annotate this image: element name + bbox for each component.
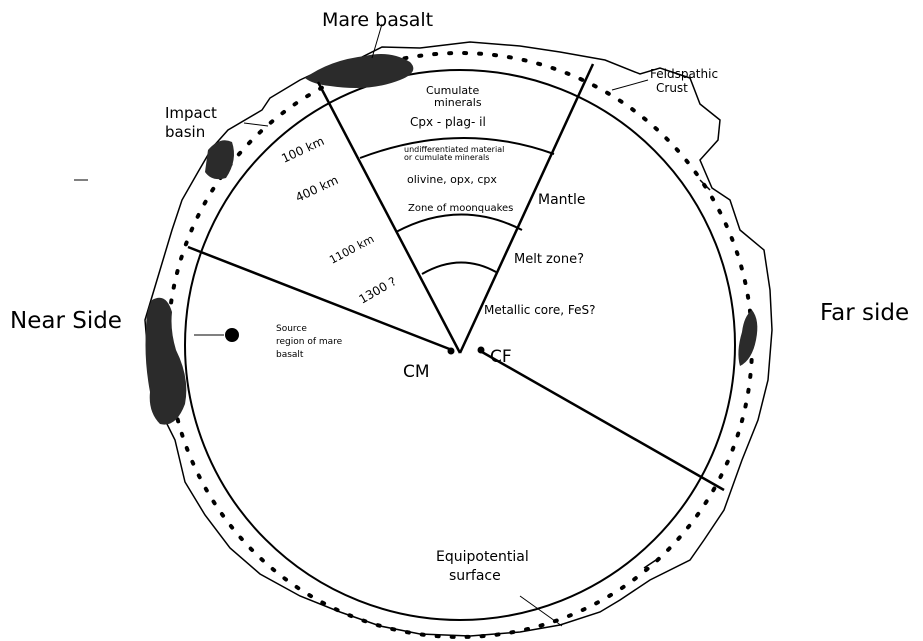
moonquake-zone-label: Zone of moonquakes <box>408 203 513 214</box>
layer-boundary-1300km-arc <box>422 262 496 274</box>
crust-leader-line <box>612 80 648 90</box>
near-side-mare-deposit <box>146 298 187 425</box>
impact-label: Impact <box>165 104 217 122</box>
depth-1100km-label: 1100 km <box>327 232 376 266</box>
depth-400km-label: 400 km <box>293 173 340 205</box>
far-side-mare-deposit <box>738 310 757 366</box>
metallic-core-label: Metallic core, FeS? <box>484 303 595 317</box>
mare-basalt-deposit-top <box>305 54 413 88</box>
far-side-label: Far side <box>820 300 909 326</box>
source-region-dot <box>225 328 239 342</box>
basin-label: basin <box>165 123 205 141</box>
olivine-label: olivine, opx, cpx <box>407 173 497 186</box>
source-region-label-line2: region of mare <box>276 337 343 347</box>
mantle-label: Mantle <box>538 192 586 208</box>
lunar-surface-outline <box>145 42 772 636</box>
cf-label: CF <box>490 347 512 367</box>
feldspathic-label: Feldspathic <box>650 67 718 81</box>
surface-label: surface <box>449 568 501 584</box>
depth-1300-label: 1300 ? <box>357 274 399 306</box>
melt-zone-label: Melt zone? <box>514 252 584 267</box>
source-region-label-line1: Source <box>276 324 307 334</box>
equipotential-label: Equipotential <box>436 549 529 565</box>
impact-basin-deposit <box>205 140 234 179</box>
center-of-figure-dot <box>478 347 485 354</box>
depth-100km-label: 100 km <box>279 134 326 166</box>
near-side-label: Near Side <box>10 308 122 334</box>
crust-label: Crust <box>656 81 688 95</box>
center-of-mass-dot <box>448 348 455 355</box>
source-region-label-line3: basalt <box>276 350 304 360</box>
far-side-direction-line <box>482 352 724 490</box>
cm-label: CM <box>403 362 430 382</box>
impact-basin-leader-line <box>244 123 268 126</box>
mare-basalt-label: Mare basalt <box>322 9 433 31</box>
layer-boundary-1100km-arc <box>396 214 522 232</box>
minerals-label: minerals <box>434 96 482 109</box>
cpx-plag-label: Cpx - plag- il <box>410 115 486 129</box>
surface-tick-mark <box>644 560 656 568</box>
cumulate-minerals-label: or cumulate minerals <box>404 153 489 162</box>
